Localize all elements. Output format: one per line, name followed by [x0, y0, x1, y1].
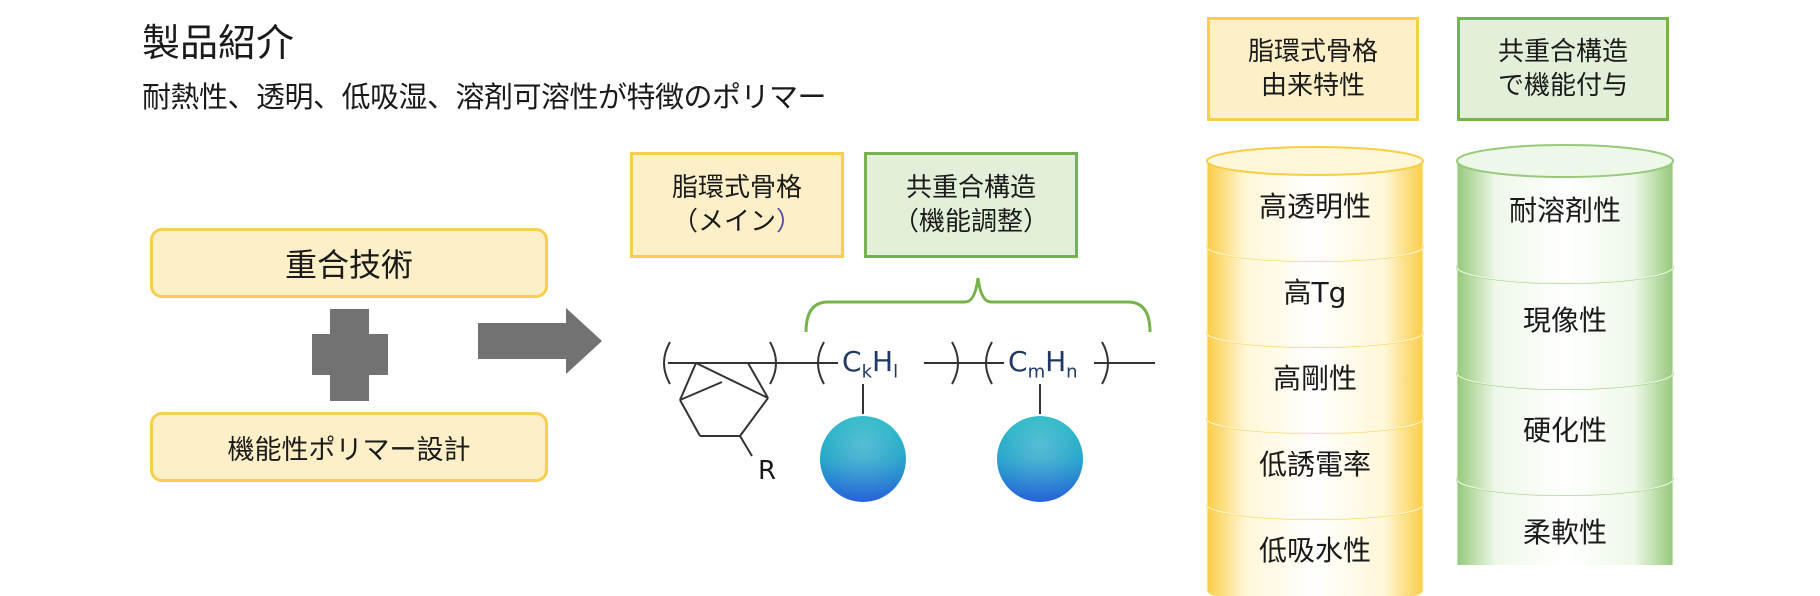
substituent-r-label: R — [758, 456, 777, 486]
property-label: 高Tg — [1283, 276, 1347, 309]
right-arrow-icon — [478, 308, 602, 374]
bracket-close-1 — [769, 341, 777, 385]
copolymer-function-header: 共重合構造 で機能付与 — [1457, 17, 1669, 121]
bracket-open-1 — [663, 341, 671, 385]
copolymer-bracket — [804, 277, 1152, 333]
bracket-open-2 — [817, 341, 825, 385]
function-label: 柔軟性 — [1522, 516, 1607, 549]
alicyclic-skeleton-line2: （メイン） — [671, 207, 803, 237]
alicyclic-property-stack — [1206, 146, 1424, 596]
polymerization-technology-label: 重合技術 — [284, 246, 413, 284]
copolymer-function-stack — [1456, 144, 1674, 565]
polymer-structure — [663, 277, 1155, 502]
alicyclic-ring — [679, 362, 769, 457]
page-subtitle: 耐熱性、透明、低吸湿、溶剤可溶性が特徴のポリマー — [142, 80, 827, 114]
function-label: 硬化性 — [1522, 414, 1607, 447]
bracket-open-3 — [985, 341, 993, 385]
alicyclic-properties-header-line1: 脂環式骨格 — [1247, 36, 1378, 67]
unit1-formula: CkHl — [842, 345, 899, 383]
stack-segment — [1206, 146, 1424, 262]
function-label: 耐溶剤性 — [1508, 194, 1621, 227]
polymerization-technology-box: 重合技術 — [150, 228, 548, 298]
bracket-close-2 — [951, 341, 959, 385]
alicyclic-properties-header: 脂環式骨格 由来特性 — [1207, 17, 1419, 121]
alicyclic-skeleton-box: 脂環式骨格 （メイン） — [630, 152, 844, 258]
unit2-formula: CmHn — [1008, 345, 1078, 383]
stack-segment — [1456, 144, 1674, 284]
property-label: 低誘電率 — [1258, 448, 1371, 481]
functional-polymer-design-box: 機能性ポリマー設計 — [150, 412, 548, 482]
copolymer-function-header-line1: 共重合構造 — [1497, 36, 1628, 67]
alicyclic-skeleton-line1: 脂環式骨格 — [671, 172, 802, 203]
copolymer-structure-line2: （機能調整） — [892, 207, 1049, 237]
bracket-close-3 — [1101, 341, 1109, 385]
functional-polymer-design-label: 機能性ポリマー設計 — [227, 434, 471, 466]
copolymer-structure-line1: 共重合構造 — [905, 172, 1036, 203]
plus-icon-bar — [312, 334, 388, 375]
property-label: 高透明性 — [1258, 190, 1371, 223]
function-label: 現像性 — [1522, 304, 1607, 337]
copolymer-structure-box: 共重合構造 （機能調整） — [864, 152, 1078, 258]
property-label: 高剛性 — [1272, 362, 1357, 395]
property-label: 低吸水性 — [1258, 534, 1371, 567]
alicyclic-properties-header-line2: 由来特性 — [1260, 71, 1365, 101]
page-title: 製品紹介 — [142, 21, 295, 65]
copolymer-function-header-line2: で機能付与 — [1497, 71, 1628, 101]
